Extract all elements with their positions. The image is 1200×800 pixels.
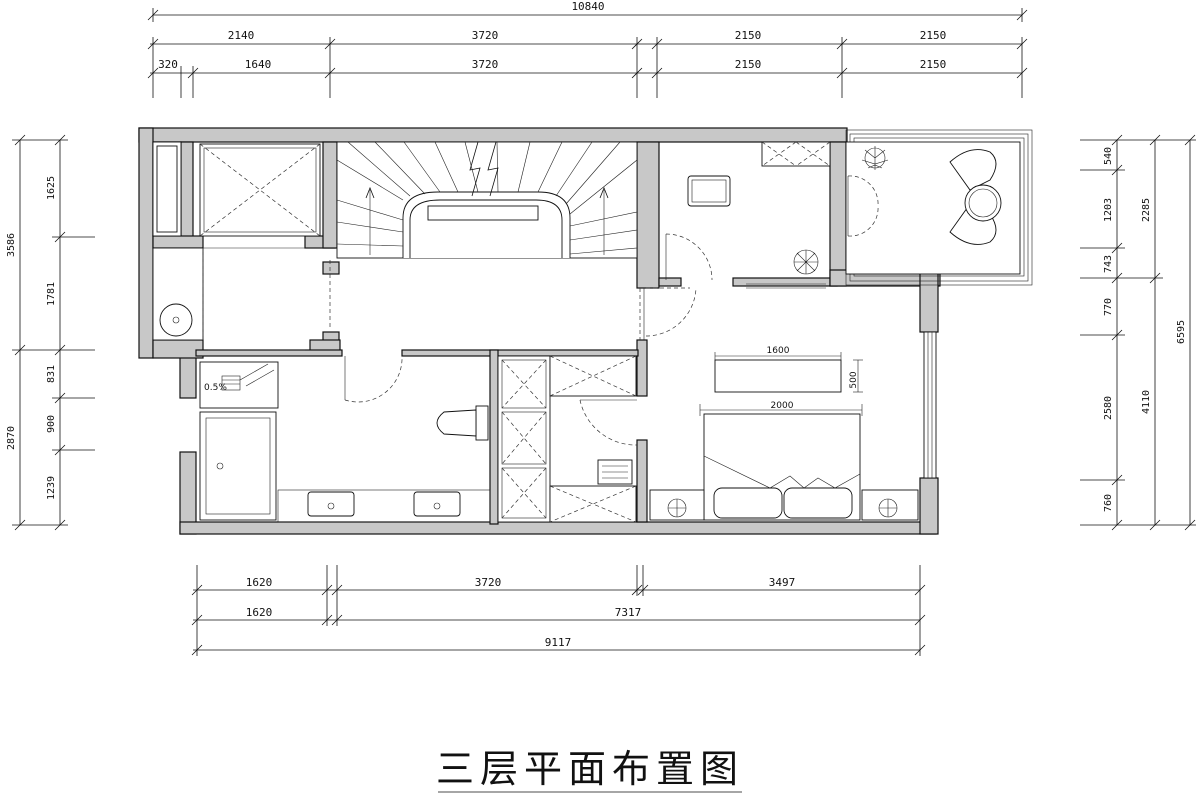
nightstand-icon (861, 489, 919, 521)
drawing-title: 三层平面布置图 (436, 747, 744, 791)
right-dimension-chain: 540 1203 743 770 2580 760 2285 4110 6595 (1080, 134, 1196, 531)
dim-bottom-row2-2: 7317 (615, 606, 642, 619)
dim-top-row1-1: 2140 (228, 29, 255, 42)
dim-bed-headboard: 1600 (767, 346, 790, 356)
dim-top-overall: 10840 (571, 0, 604, 13)
dim-left-inner-3: 831 (46, 365, 57, 383)
dim-top-row2-1: 320 (158, 58, 178, 71)
balcony (845, 129, 1033, 286)
dim-bottom-row1-2: 3720 (475, 576, 502, 589)
dim-left-outer-2: 2870 (6, 426, 17, 450)
study-room (665, 141, 831, 289)
dim-right-inner-3: 743 (1103, 255, 1114, 273)
bed-icon (703, 413, 861, 521)
round-table-icon (964, 184, 1002, 222)
toilet-icon (436, 405, 489, 441)
dim-bed-length: 2000 (771, 401, 794, 411)
dim-left-outer-1: 3586 (6, 233, 17, 257)
left-dimension-chain: 3586 2870 1625 1781 831 900 1239 (6, 134, 95, 531)
storage-area (152, 141, 323, 341)
dim-top-row2-5: 2150 (920, 58, 947, 71)
top-dimension-chain: 10840 2140 3720 2150 2150 320 1640 3720 … (147, 0, 1028, 98)
dim-top-row1-3: 2150 (735, 29, 762, 42)
bottom-dimension-chain: 1620 3720 3497 1620 7317 9117 (191, 565, 926, 656)
dim-right-inner-2: 1203 (1103, 198, 1114, 222)
dim-right-inner-5: 2580 (1103, 396, 1114, 420)
dim-left-inner-5: 1239 (46, 476, 57, 500)
dim-right-inner-6: 760 (1103, 494, 1114, 512)
dim-top-row1-4: 2150 (920, 29, 947, 42)
dim-bed-side: 500 (849, 371, 859, 388)
plant-icon (861, 146, 889, 170)
dim-right-inner-1: 540 (1103, 147, 1114, 165)
dim-top-row2-2: 1640 (245, 58, 272, 71)
armchair-icon (687, 175, 731, 207)
dim-bottom-overall: 9117 (545, 636, 572, 649)
washing-machine-icon (152, 247, 204, 341)
dim-bottom-row1-3: 3497 (769, 576, 796, 589)
dim-left-inner-4: 900 (46, 415, 57, 433)
dim-bottom-row2-1: 1620 (246, 606, 273, 619)
dim-bottom-row1-1: 1620 (246, 576, 273, 589)
sink-icon (413, 491, 461, 517)
dim-top-row2-3: 3720 (472, 58, 499, 71)
bathroom: 0.5% (199, 355, 491, 523)
walk-in-closet (497, 355, 638, 523)
nightstand-icon (649, 489, 705, 521)
dim-right-mid-1: 2285 (1141, 198, 1152, 222)
sink-icon (307, 491, 355, 517)
dim-top-row1-2: 3720 (472, 29, 499, 42)
bathtub-icon (199, 411, 277, 521)
dim-top-row2-4: 2150 (735, 58, 762, 71)
dim-right-inner-4: 770 (1103, 298, 1114, 316)
dim-right-outer: 6595 (1176, 320, 1187, 344)
dim-left-inner-2: 1781 (46, 282, 57, 306)
dim-left-inner-1: 1625 (46, 176, 57, 200)
floor-drain-slope: 0.5% (204, 383, 227, 393)
staircase (336, 141, 638, 259)
bedroom: 1600 500 2000 (643, 287, 937, 521)
plant-icon (793, 249, 819, 275)
dim-right-mid-2: 4110 (1141, 390, 1152, 414)
door-openings (208, 260, 641, 351)
